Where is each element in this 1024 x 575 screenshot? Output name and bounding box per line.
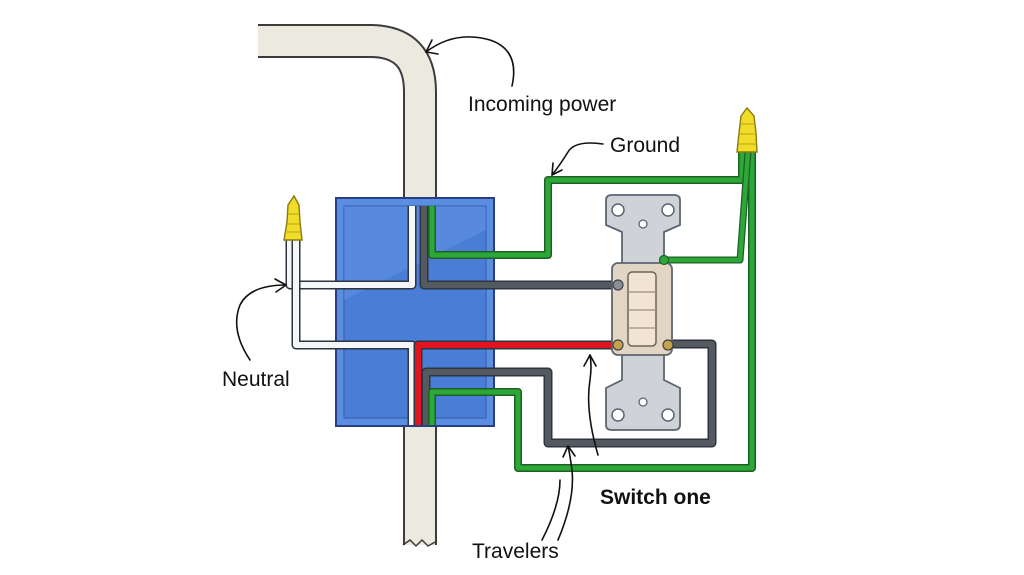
three-way-switch [605,194,681,431]
neutral-wire-nut [283,194,303,241]
travelers-label: Travelers [472,540,559,563]
outgoing-conduit [402,425,438,548]
ground-label: Ground [610,134,680,157]
outgoing-cable-wires [291,152,756,472]
switch-one-leader [587,354,599,456]
neutral-label: Neutral [222,368,290,391]
ground-wire-nut [736,106,758,153]
leader-lines [235,36,604,541]
incoming-power-leader [425,36,515,87]
neutral-leader [235,284,287,361]
ground-pigtail [660,151,752,264]
incoming-cable-wires [285,152,746,290]
travelers-leader-a [557,445,574,541]
ground-leader [551,142,604,176]
incoming-conduit [258,24,437,200]
travelers-leader-b [541,479,561,541]
switch-one-label: Switch one [600,486,711,509]
incoming-power-label: Incoming power [468,93,616,116]
